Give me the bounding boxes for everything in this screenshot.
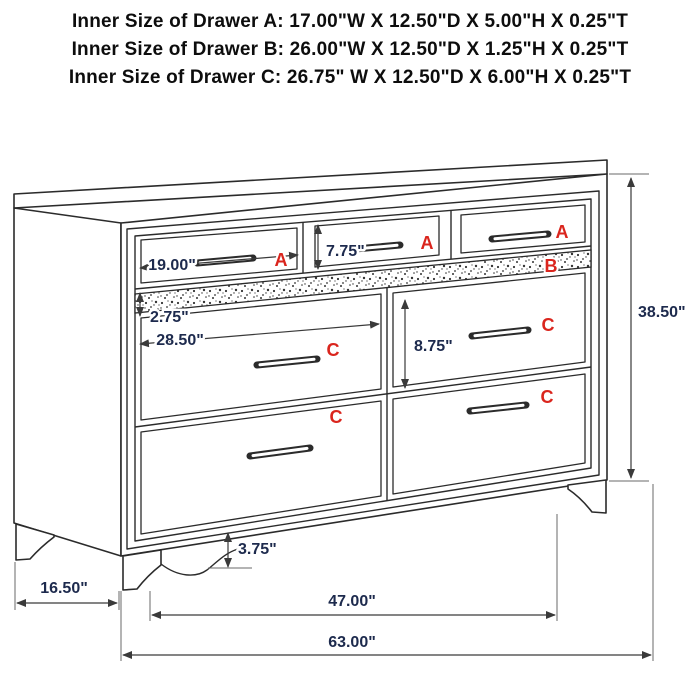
row-c-divider-line [134, 366, 592, 428]
drawer-a2-handle [340, 241, 404, 254]
drawer-c-right-bottom-label: C [541, 387, 554, 407]
jewelry-drawer-band [134, 249, 592, 314]
dimension-arrows [16, 177, 652, 659]
front-left-foot [122, 549, 162, 591]
side-depth-text: 16.50" [40, 580, 88, 597]
dimension-arrow-drawer-c-width [139, 320, 380, 348]
overall-width-text: 63.00" [328, 634, 376, 651]
drawer-a-width-text: 19.00" [148, 257, 196, 274]
drawer-c-width-text: 28.50" [156, 332, 204, 349]
drawer-a3-handle [488, 230, 552, 243]
leg-height-text: 3.75" [238, 541, 277, 558]
row-a-bottom-line [134, 245, 592, 290]
dresser-feet [15, 479, 607, 591]
drawer-dividers [134, 210, 592, 501]
drawer-c-right-top-handle [468, 326, 532, 340]
front-right-foot [567, 479, 607, 514]
drawer-b-height-text: 2.75" [150, 309, 189, 326]
drawer-a1-label: A [275, 250, 288, 270]
drawer-c-left-bottom-label: C [330, 407, 343, 427]
dresser-left-side-panel [13, 207, 122, 557]
drawer-c-left-top-label: C [327, 340, 340, 360]
drawer-c-right-top-panel [392, 272, 586, 388]
apron-curve [160, 548, 239, 576]
drawer-c-height-text: 8.75" [414, 338, 453, 355]
drawer-a2-label: A [421, 233, 434, 253]
leg-span-width-text: 47.00" [328, 593, 376, 610]
drawer-b-label: B [545, 256, 558, 276]
drawer-c-right-bottom-handle [466, 401, 530, 415]
side-back-foot [15, 523, 55, 561]
drawer-c-size-line: Inner Size of Drawer C: 26.75" W X 12.50… [68, 67, 632, 88]
front-frame-inner [134, 198, 592, 542]
drawer-size-header: Inner Size of Drawer A: 17.00"W X 12.50"… [0, 8, 700, 92]
drawer-c-left-bottom-handle [246, 444, 314, 460]
front-frame-outer [126, 190, 600, 550]
overall-height-text: 38.50" [638, 304, 686, 321]
drawer-c-left-bottom-panel [140, 400, 382, 535]
drawer-c-right-bottom-panel [392, 373, 586, 495]
drawer-a3-label: A [556, 222, 569, 242]
drawer-a-height-text: 7.75" [326, 243, 365, 260]
drawer-letter-labels: A A A B C C C C [273, 220, 571, 429]
drawer-a-size-line: Inner Size of Drawer A: 17.00"W X 12.50"… [71, 11, 629, 32]
dimension-extension-lines [14, 173, 654, 661]
dimension-texts: 19.00" 7.75" 2.75" 28.50" 8.75" 38.50" 3… [38, 241, 688, 654]
drawer-c-right-top-label: C [542, 315, 555, 335]
drawer-b-size-line: Inner Size of Drawer B: 26.00"W X 12.50"… [71, 39, 629, 60]
dimension-arrow-drawer-a-width [139, 251, 299, 272]
drawer-c-left-top-handle [253, 355, 321, 369]
